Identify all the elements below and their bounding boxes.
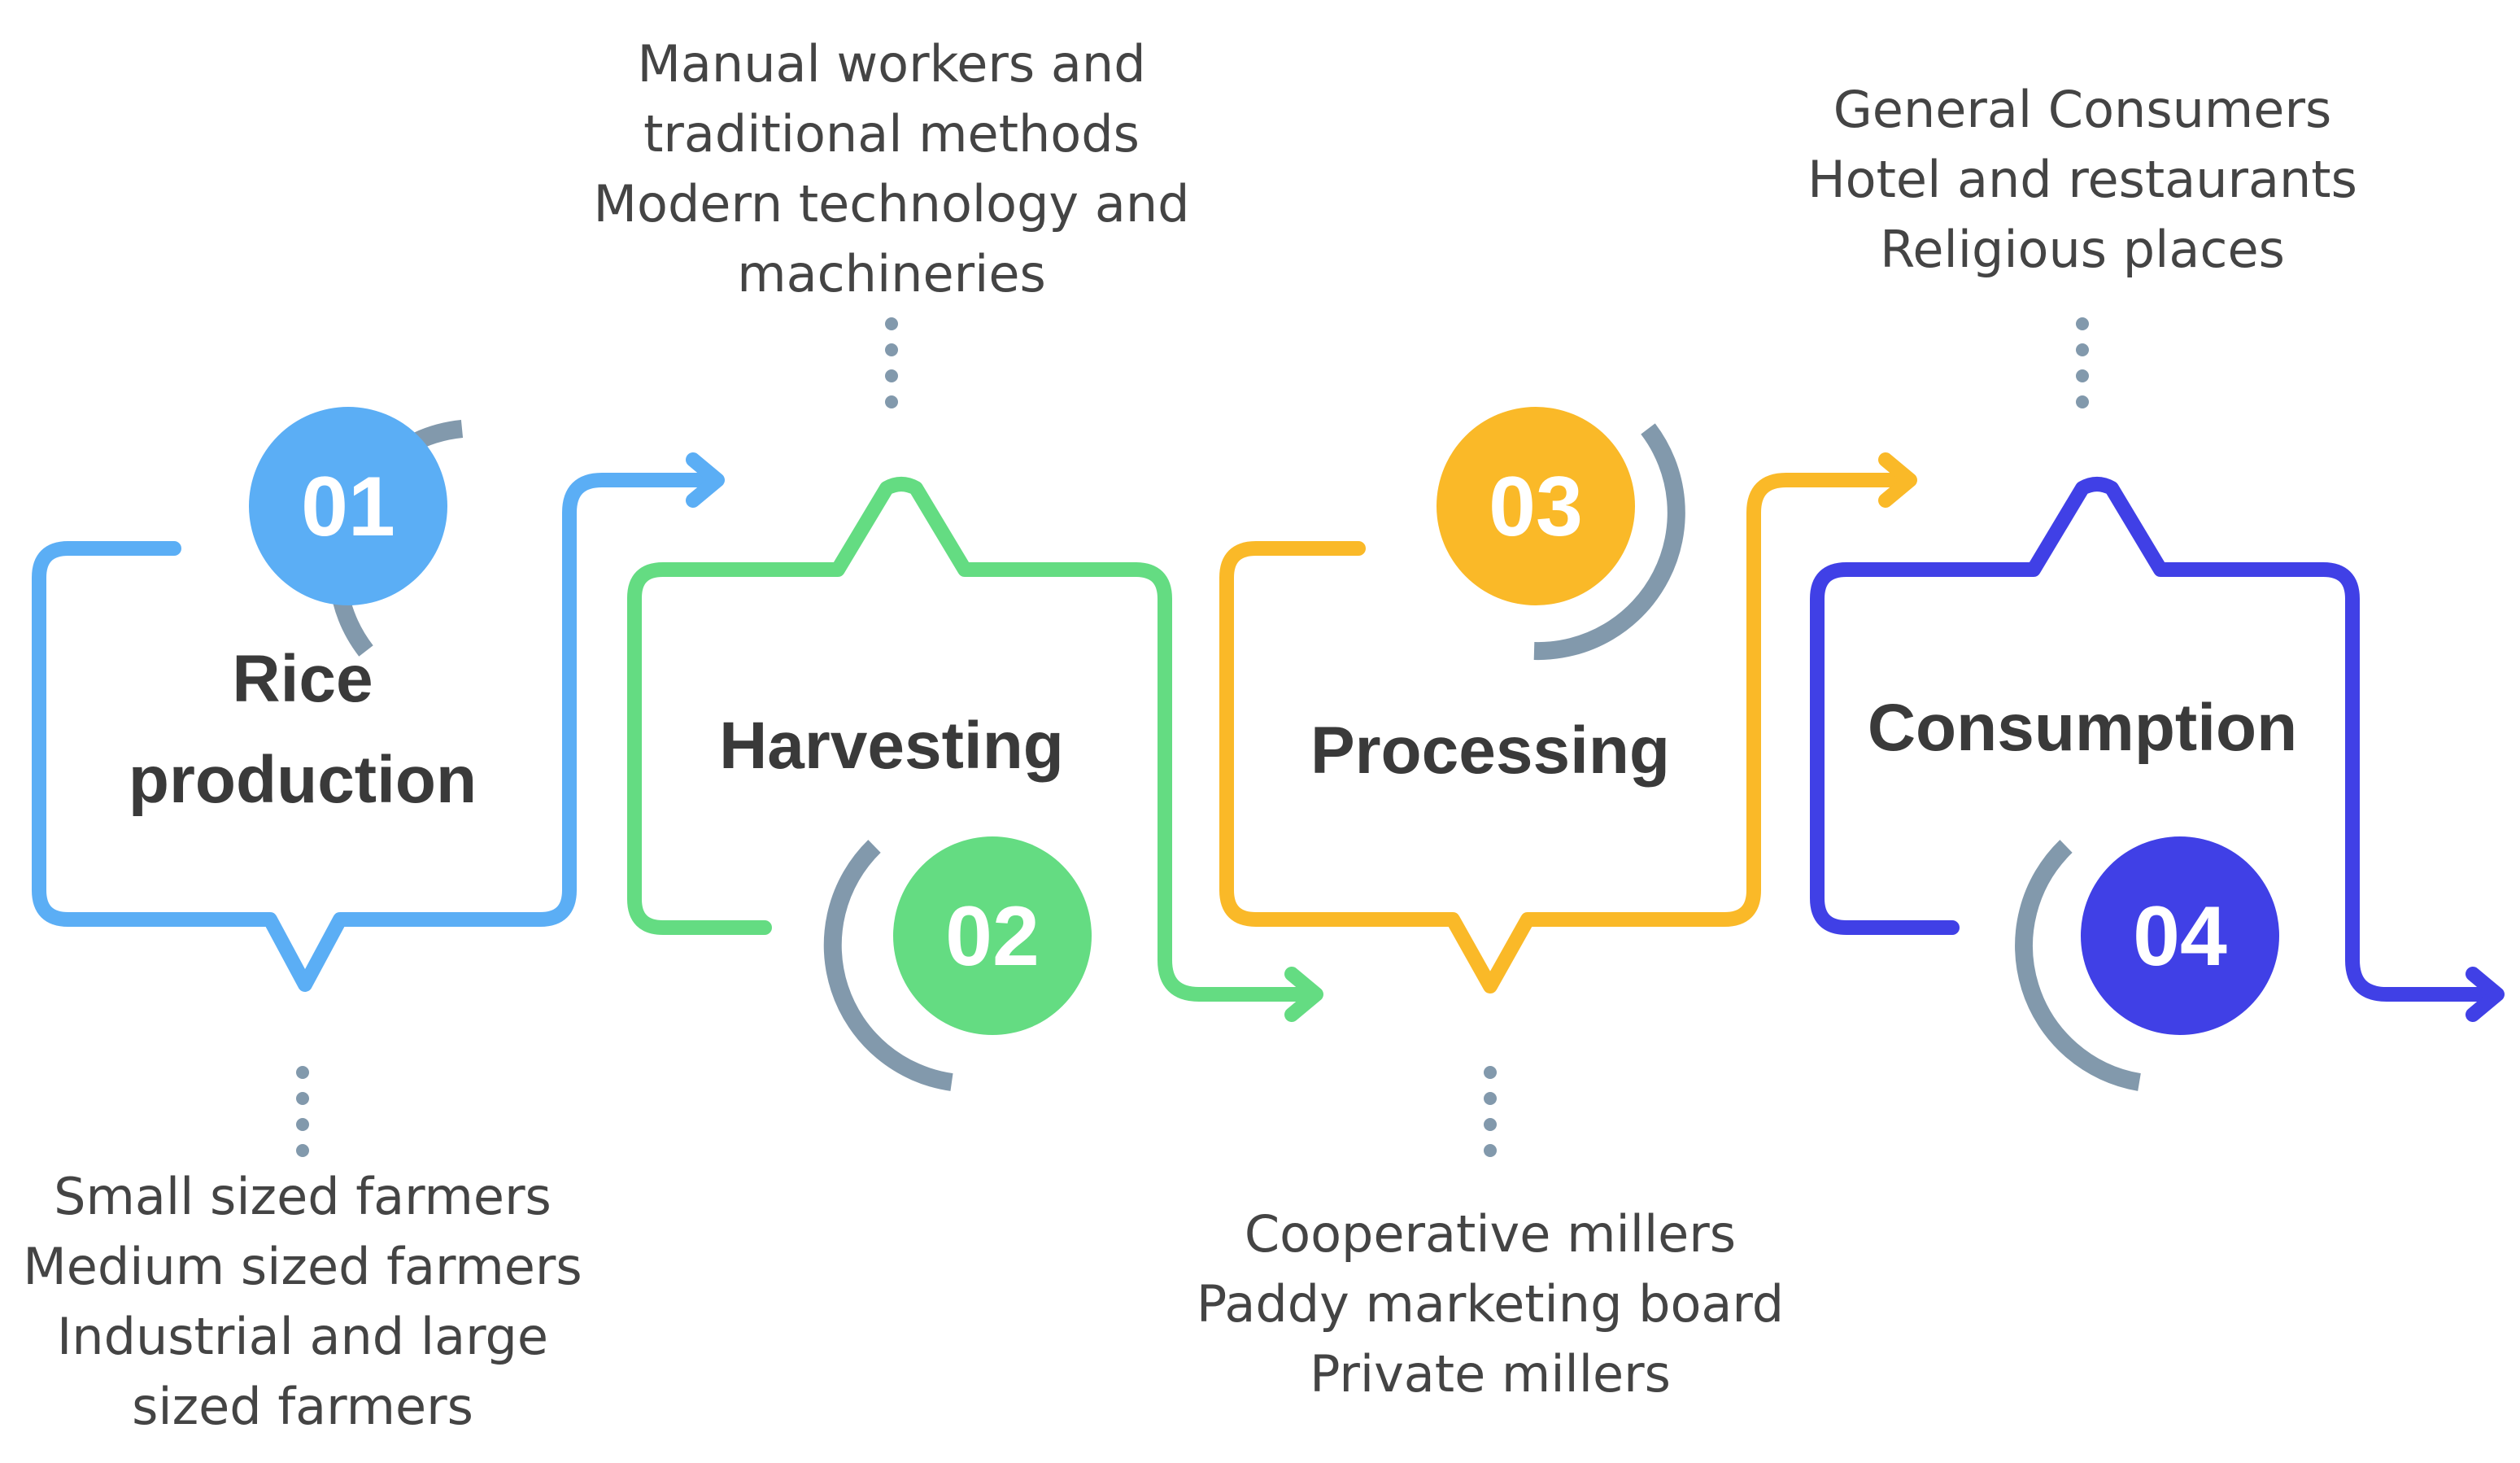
step-03-title: Processing — [1310, 714, 1670, 788]
step-04-detail-3: Religious places — [1880, 220, 2285, 279]
step-01-title-line1: Rice — [232, 642, 373, 716]
step-04-detail-1: General Consumers — [1833, 80, 2332, 139]
step-01-detail-2: Medium sized farmers — [23, 1237, 582, 1296]
step-03-detail-1: Cooperative millers — [1245, 1204, 1736, 1264]
step-04-detail-2: Hotel and restaurants — [1807, 150, 2357, 209]
step-03-detail-3: Private millers — [1310, 1344, 1671, 1404]
step-rice-production: 01 Rice production Small sized farmers M… — [23, 407, 725, 1436]
step-04-title: Consumption — [1868, 691, 2297, 765]
step-01-detail-4: sized farmers — [132, 1377, 473, 1436]
step-04-connector-dots — [2076, 317, 2089, 408]
arrow-head-icon — [1284, 967, 1323, 1022]
step-01-detail-3: Industrial and large — [57, 1307, 548, 1366]
arrow-head-icon — [1878, 452, 1917, 508]
step-01-title-line2: production — [129, 743, 477, 817]
step-01-badge — [249, 407, 447, 605]
step-03-frame — [1219, 473, 1916, 994]
step-01-connector-dots — [296, 1066, 309, 1157]
step-02-detail-2: traditional methods — [643, 104, 1140, 164]
step-02-detail-4: machineries — [737, 244, 1046, 304]
step-01-number: 01 — [301, 460, 395, 554]
step-04-badge — [2081, 836, 2279, 1035]
step-03-badge — [1437, 407, 1635, 605]
step-02-detail-1: Manual workers and — [637, 34, 1145, 94]
step-01-frame — [32, 473, 723, 992]
step-02-badge — [893, 836, 1092, 1035]
step-processing: 03 Processing Cooperative millers Paddy … — [1197, 407, 1917, 1404]
step-04-number: 04 — [2133, 889, 2227, 984]
step-02-detail-3: Modern technology and — [594, 174, 1190, 234]
step-03-accent-arc — [1533, 423, 1685, 661]
step-03-number: 03 — [1489, 460, 1583, 554]
step-02-title: Harvesting — [719, 709, 1064, 783]
step-02-connector-dots — [885, 317, 898, 408]
arrow-head-icon — [686, 452, 725, 508]
step-harvesting: 02 Harvesting Manual workers and traditi… — [594, 34, 1323, 1091]
step-consumption: 04 Consumption General Consumers Hotel a… — [1807, 80, 2505, 1091]
step-02-accent-arc — [823, 840, 953, 1091]
step-03-detail-2: Paddy marketing board — [1197, 1274, 1784, 1334]
step-01-detail-1: Small sized farmers — [54, 1167, 552, 1226]
step-02-frame — [627, 477, 1322, 1002]
step-02-number: 02 — [945, 889, 1040, 984]
arrow-head-icon — [2466, 967, 2505, 1022]
step-04-accent-arc — [2015, 840, 2141, 1091]
step-03-connector-dots — [1484, 1066, 1497, 1157]
step-04-frame — [1810, 477, 2503, 1002]
